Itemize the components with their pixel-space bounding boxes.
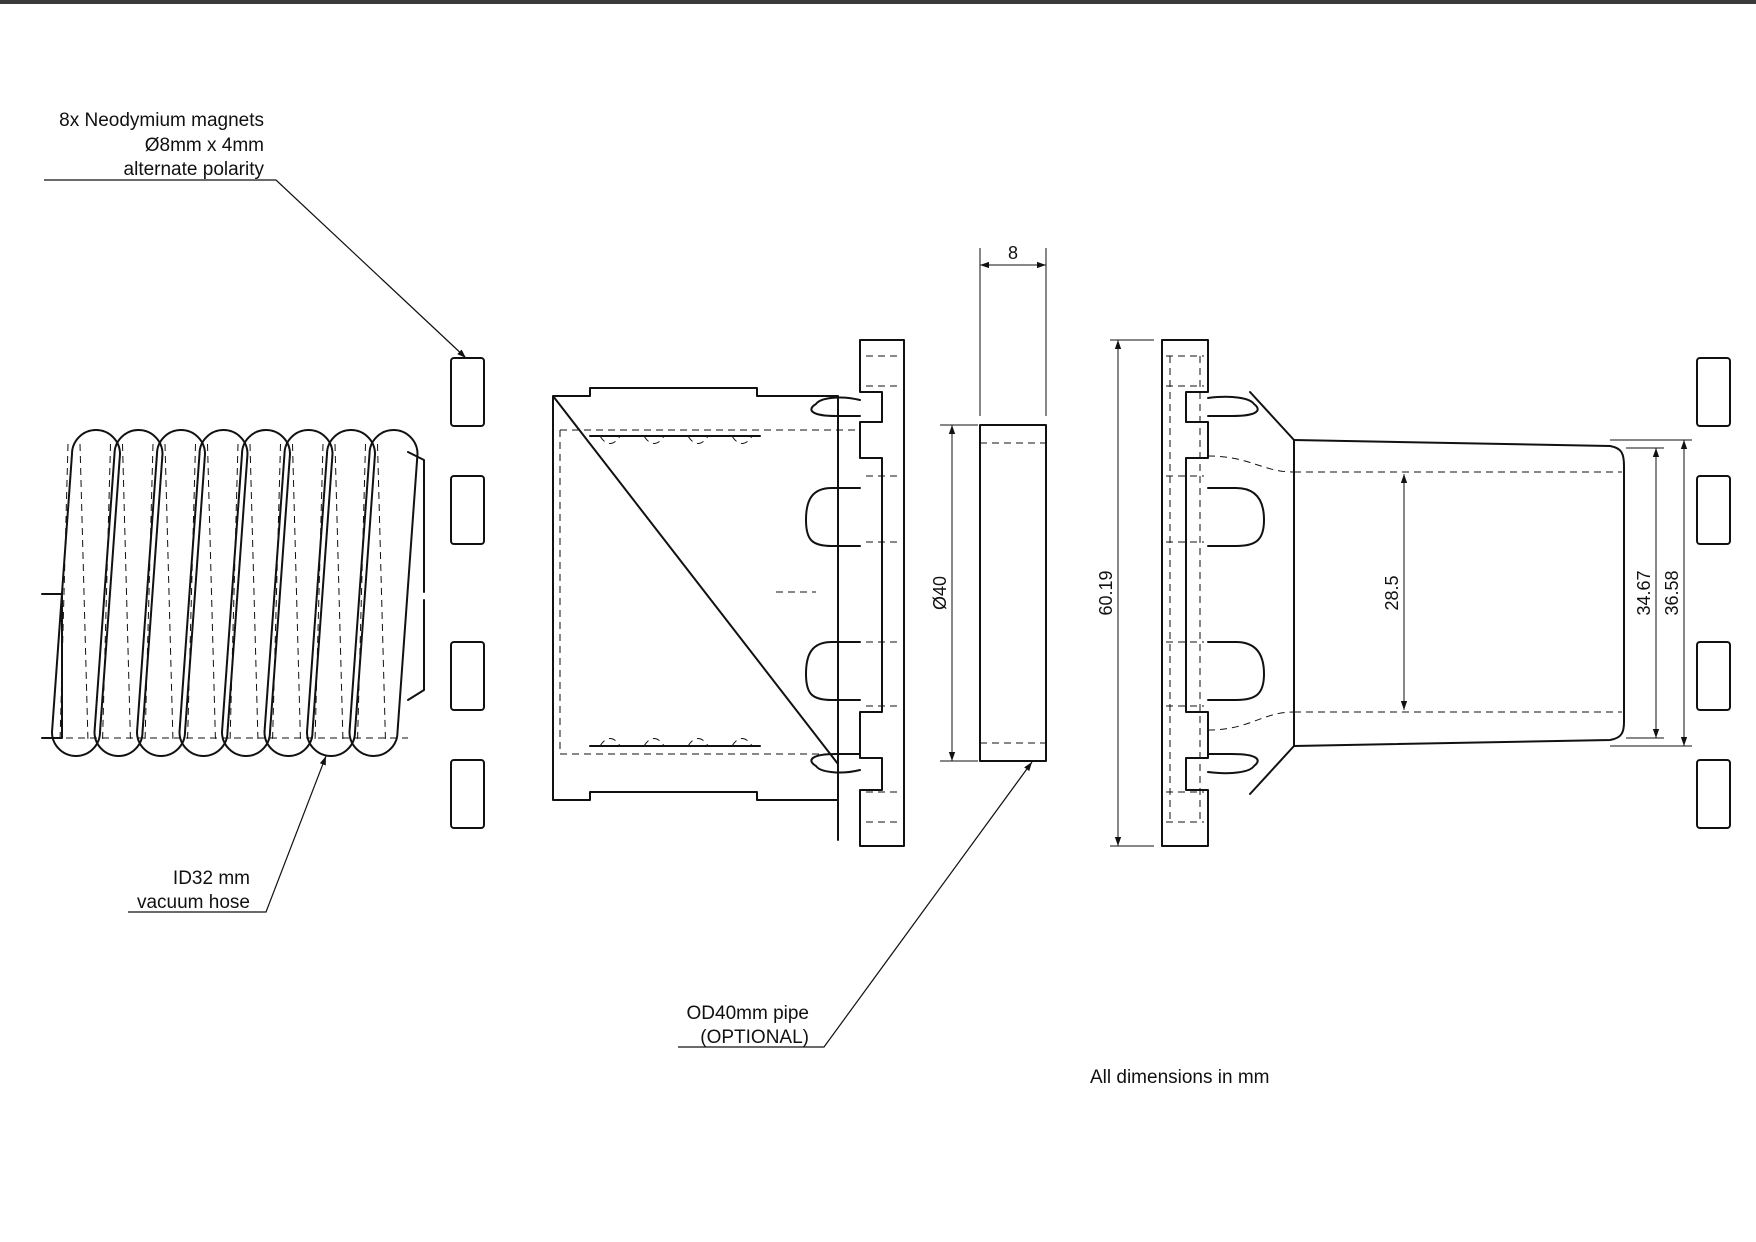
magnet-block (1696, 475, 1731, 545)
pipe-label-line-1: OD40mm pipe (687, 1003, 810, 1024)
bayonet-lug (1207, 753, 1259, 775)
magnet-block (450, 475, 485, 545)
hose-hidden-strand (249, 443, 259, 743)
hose-label: ID32 mm vacuum hose (128, 755, 327, 913)
hose-coil (348, 429, 419, 757)
pipe-label-line-2: (OPTIONAL) (700, 1027, 809, 1048)
hose-hidden-strand (292, 443, 301, 743)
bayonet-lug (805, 641, 861, 701)
tool-adapter-drawing: 60.19 28.5 34.67 36.58 (1096, 339, 1692, 847)
magnet-label-line-3: alternate polarity (124, 159, 265, 180)
bayonet-lug (1207, 641, 1265, 701)
hose-coil (93, 429, 164, 757)
hose-label-line-2: vacuum hose (137, 892, 250, 913)
hose-hidden-strand (59, 443, 69, 743)
pipe-section (979, 424, 1047, 762)
adapter-body (552, 387, 839, 841)
hose-hidden-strand (377, 443, 386, 743)
magnet-label-line-2: Ø8mm x 4mm (145, 135, 264, 156)
hose-coil (221, 429, 291, 757)
hose-coil (136, 429, 206, 757)
magnet-block (1696, 641, 1731, 711)
magnet-block (450, 357, 485, 427)
hose-left-end (41, 593, 63, 739)
magnet-block (450, 759, 485, 829)
hose-hidden-strand (357, 443, 366, 743)
hose-hidden-strand (334, 443, 344, 743)
dimension-bore: 28.5 (1382, 575, 1402, 610)
top-border (0, 0, 1756, 4)
hose-hidden-strand (187, 443, 196, 743)
hose-label-line-1: ID32 mm (173, 868, 250, 889)
pipe-label: OD40mm pipe (OPTIONAL) (678, 761, 1033, 1048)
hose-coil (178, 429, 249, 757)
hose-coil (306, 429, 376, 757)
hose-hidden-strand (207, 443, 216, 743)
hose-hidden-strand (164, 443, 174, 743)
optional-pipe-drawing: 8 Ø40 (930, 243, 1047, 762)
pipe-leader-line (678, 761, 1033, 1048)
hose-hidden-strand (102, 443, 111, 743)
tool-adapter-cone (1249, 391, 1295, 795)
hose-leader-line (128, 755, 327, 913)
hose-hidden-strand (79, 443, 89, 743)
bayonet-lug (805, 487, 861, 547)
magnet-label: 8x Neodymium magnets Ø8mm x 4mm alternat… (44, 110, 467, 359)
bayonet-lug (1207, 395, 1259, 417)
magnets-left (450, 357, 485, 829)
hose-hidden-strand (122, 443, 131, 743)
tool-adapter-tube (1293, 439, 1625, 747)
magnet-block (1696, 357, 1731, 427)
hose-hidden-strand (314, 443, 324, 743)
adapter-flange (859, 339, 905, 847)
hose-adapter-drawing (552, 339, 905, 847)
hose-hidden-strand (144, 443, 154, 743)
hose-hidden-strand (272, 443, 281, 743)
dimension-outer-2: 36.58 (1662, 570, 1682, 615)
dimension-pipe-od: Ø40 (930, 576, 950, 610)
units-note: All dimensions in mm (1090, 1067, 1270, 1088)
vacuum-hose-drawing (41, 429, 425, 757)
hose-right-end (407, 451, 425, 701)
hose-hidden-strand (229, 443, 239, 743)
magnet-label-line-1: 8x Neodymium magnets (59, 110, 264, 131)
magnet-leader-line (44, 179, 467, 359)
bayonet-lug (1207, 487, 1265, 547)
magnet-block (1696, 759, 1731, 829)
magnet-block (450, 641, 485, 711)
bayonet-lug (810, 396, 861, 417)
dimension-outer-1: 34.67 (1634, 570, 1654, 615)
adapter-hidden-lines (559, 355, 898, 823)
tool-adapter-hidden-lines (1166, 355, 1622, 823)
dimension-pipe-width: 8 (1008, 243, 1018, 263)
hose-coil (263, 429, 334, 757)
bayonet-lug (810, 753, 861, 774)
hose-coil (51, 429, 121, 757)
magnets-right (1696, 357, 1731, 829)
tool-adapter-flange (1161, 339, 1209, 847)
dimension-overall-height: 60.19 (1096, 570, 1116, 615)
